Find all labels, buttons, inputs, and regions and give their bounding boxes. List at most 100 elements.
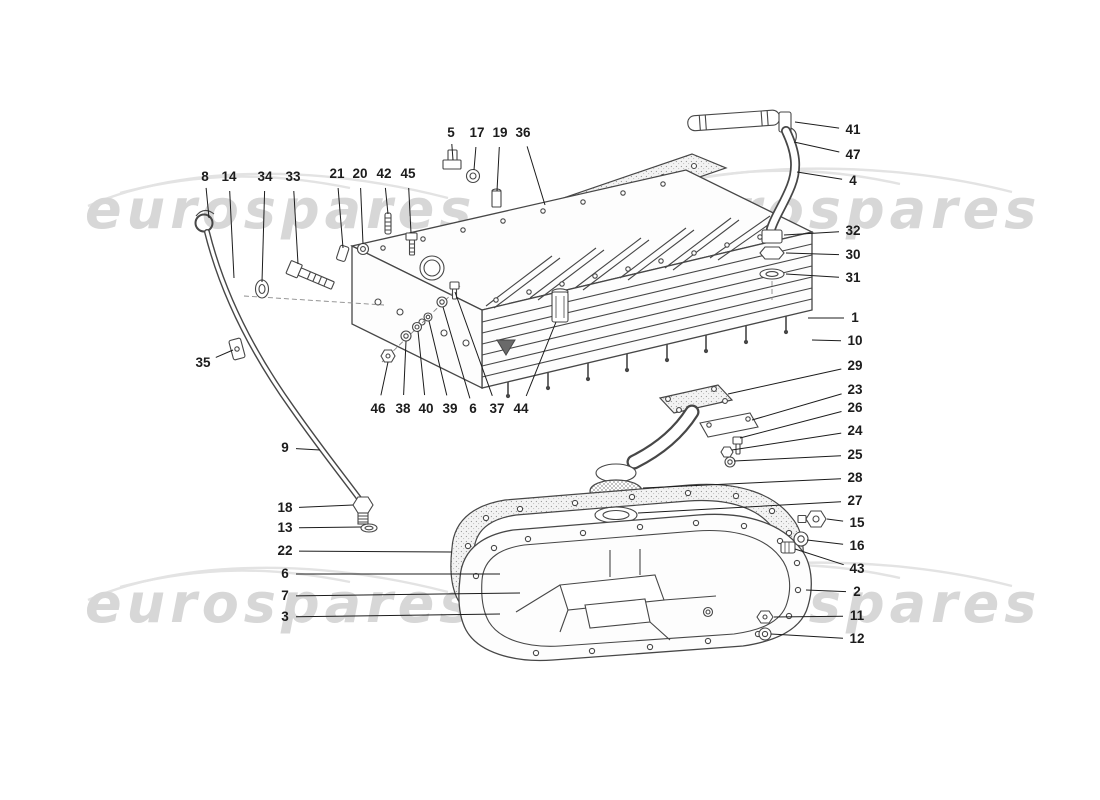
part-number-37: 37 xyxy=(489,401,504,416)
part-number-36: 36 xyxy=(515,125,531,140)
part-number-31: 31 xyxy=(845,270,861,285)
part-number-6: 6 xyxy=(469,401,477,416)
part-number-17: 17 xyxy=(469,125,484,140)
leader-line-16 xyxy=(806,539,844,545)
washer-stack xyxy=(380,281,569,363)
part-number-19: 19 xyxy=(492,125,507,140)
leader-line-37 xyxy=(454,291,493,396)
part-number-35: 35 xyxy=(195,355,211,370)
part-number-41: 41 xyxy=(845,122,861,137)
leader-line-47 xyxy=(793,141,840,153)
leader-line-32 xyxy=(783,231,840,236)
part-number-3: 3 xyxy=(281,609,289,624)
leader-line-38 xyxy=(403,340,407,396)
part-number-39: 39 xyxy=(442,401,457,416)
leader-line-15 xyxy=(826,518,844,522)
leader-line-34 xyxy=(261,190,266,283)
leader-line-22 xyxy=(298,550,453,553)
swoosh-curve xyxy=(119,569,351,589)
part-number-29: 29 xyxy=(847,358,862,373)
part-number-44: 44 xyxy=(513,401,529,416)
part-number-14: 14 xyxy=(221,169,237,184)
leader-line-36 xyxy=(526,146,546,206)
part-number-9: 9 xyxy=(281,440,289,455)
leader-line-25 xyxy=(733,455,842,462)
sump-spacer-casting xyxy=(350,169,814,399)
leader-line-17 xyxy=(473,146,477,171)
leader-line-4 xyxy=(796,171,843,180)
leader-line-44 xyxy=(525,321,557,397)
part-number-45: 45 xyxy=(400,166,416,181)
leader-line-45 xyxy=(408,187,412,234)
leader-line-39 xyxy=(428,320,448,396)
leader-line-7 xyxy=(295,592,521,597)
part-number-12: 12 xyxy=(849,631,864,646)
part-number-26: 26 xyxy=(847,400,863,415)
part-number-33: 33 xyxy=(285,169,301,184)
leader-line-13 xyxy=(298,526,362,529)
breather-pipe-assembly xyxy=(687,109,801,300)
leader-line-41 xyxy=(794,121,840,129)
leader-line-27 xyxy=(637,501,842,514)
part-number-2: 2 xyxy=(853,584,861,599)
leader-line-30 xyxy=(785,252,840,256)
leader-line-2 xyxy=(805,589,847,593)
leader-line-3 xyxy=(295,613,501,618)
part-number-15: 15 xyxy=(849,515,865,530)
part-number-32: 32 xyxy=(845,223,860,238)
swoosh-curve xyxy=(119,175,351,195)
part-number-21: 21 xyxy=(329,166,345,181)
leader-line-18 xyxy=(298,504,354,508)
drain-funnel xyxy=(496,339,516,356)
leader-line-10 xyxy=(811,339,842,342)
leader-line-43 xyxy=(794,548,844,566)
leader-line-6 xyxy=(442,306,471,399)
leader-line-14 xyxy=(229,190,235,279)
part-number-11: 11 xyxy=(850,608,865,623)
part-number-4: 4 xyxy=(849,173,857,188)
part-number-6: 6 xyxy=(281,566,289,581)
part-number-42: 42 xyxy=(376,166,391,181)
part-number-5: 5 xyxy=(447,125,455,140)
part-number-13: 13 xyxy=(277,520,293,535)
part-number-1: 1 xyxy=(851,310,859,325)
drain-plug-hardware xyxy=(756,510,827,641)
leader-line-28 xyxy=(642,478,842,489)
leader-line-26 xyxy=(739,411,842,439)
part-number-16: 16 xyxy=(849,538,865,553)
part-number-34: 34 xyxy=(257,169,273,184)
part-number-25: 25 xyxy=(847,447,863,462)
leader-line-29 xyxy=(727,368,842,395)
leader-line-19 xyxy=(496,146,500,192)
part-number-22: 22 xyxy=(277,543,292,558)
part-number-20: 20 xyxy=(352,166,367,181)
mounting-bolts xyxy=(243,212,418,306)
part-number-38: 38 xyxy=(395,401,411,416)
dipstick-assembly xyxy=(194,209,378,533)
part-number-8: 8 xyxy=(201,169,209,184)
leader-line-12 xyxy=(770,633,844,639)
leader-line-11 xyxy=(773,615,844,618)
part-number-23: 23 xyxy=(847,382,863,397)
leader-line-5 xyxy=(451,143,454,161)
leader-line-20 xyxy=(360,187,364,245)
part-number-30: 30 xyxy=(845,247,860,262)
part-number-47: 47 xyxy=(845,147,860,162)
part-number-7: 7 xyxy=(281,588,289,603)
leader-line-33 xyxy=(293,190,299,265)
watermark-text: eurospares xyxy=(85,178,476,241)
oil-sump-pan xyxy=(458,513,812,662)
part-number-40: 40 xyxy=(418,401,433,416)
leader-line-23 xyxy=(751,393,842,421)
oil-pickup-assembly xyxy=(589,384,759,524)
leader-line-24 xyxy=(731,432,842,451)
part-number-46: 46 xyxy=(370,401,386,416)
leader-line-40 xyxy=(417,330,426,396)
leader-line-9 xyxy=(295,448,321,451)
leader-line-42 xyxy=(384,187,389,215)
part-number-10: 10 xyxy=(847,333,862,348)
watermark-text: eurospares xyxy=(85,572,476,635)
